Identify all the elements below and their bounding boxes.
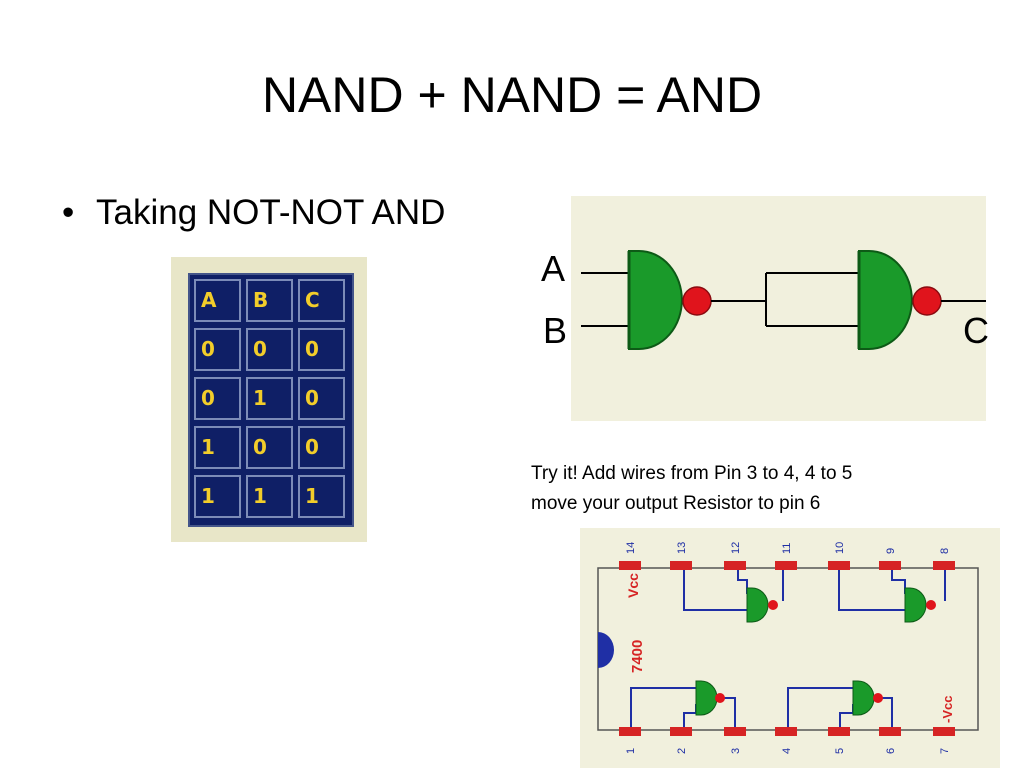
pin-label-13: 13 [676, 542, 688, 554]
instruction-line-1: Try it! Add wires from Pin 3 to 4, 4 to … [531, 463, 853, 484]
inverter-bubble-1-icon [682, 286, 712, 316]
chip-part-label: 7400 [629, 640, 646, 673]
truth-cell: 1 [246, 475, 293, 518]
vcc-label: Vcc [625, 573, 641, 598]
chip-gate-top-left-icon [746, 587, 778, 623]
chip-gate-bottom-right-icon [852, 680, 883, 716]
chip-gate-bottom-left-icon [695, 680, 725, 716]
truth-header-c: C [298, 279, 345, 322]
input-b-label: B [543, 310, 568, 351]
pin-label-12: 12 [730, 542, 742, 554]
chip-wiring [630, 570, 946, 727]
output-c-label: C [963, 310, 989, 351]
truth-cell: 0 [298, 328, 345, 371]
truth-cell: 0 [246, 328, 293, 371]
nand-gate-1-icon [628, 250, 683, 350]
pin-label-10: 10 [834, 542, 846, 554]
top-pads [619, 561, 955, 570]
truth-cell: 0 [194, 328, 241, 371]
slide-title: NAND + NAND = AND [261, 67, 763, 123]
instruction-note: Try it! Add wires from Pin 3 to 4, 4 to … [531, 459, 1001, 519]
pin-label-6: 6 [885, 748, 897, 754]
pin-label-2: 2 [676, 748, 688, 754]
truth-cell: 1 [194, 426, 241, 469]
pin-label-8: 8 [939, 548, 951, 554]
pin-label-5: 5 [834, 748, 846, 754]
truth-cell: 1 [246, 377, 293, 420]
pin-label-14: 14 [625, 542, 637, 554]
pin-label-11: 11 [781, 543, 793, 554]
pin-label-7: 7 [939, 748, 951, 754]
bullet-item: • Taking NOT-NOT AND [62, 190, 445, 236]
pin-label-1: 1 [625, 748, 637, 754]
truth-table: A B C 0 0 0 0 1 0 1 0 0 1 1 1 [188, 273, 354, 527]
truth-table-image: A B C 0 0 0 0 1 0 1 0 0 1 1 1 [171, 257, 367, 542]
bullet-icon: • [62, 193, 75, 232]
truth-cell: 1 [194, 475, 241, 518]
input-a-label: A [541, 248, 566, 289]
instruction-line-2: move your output Resistor to pin 6 [531, 493, 821, 514]
truth-header-a: A [194, 279, 241, 322]
inverter-bubble-2-icon [912, 286, 942, 316]
gnd-label: -Vcc [940, 696, 955, 723]
pin-label-4: 4 [781, 748, 793, 754]
truth-cell: 0 [194, 377, 241, 420]
bullet-text: Taking NOT-NOT AND [96, 193, 446, 232]
nand-circuit-diagram [571, 196, 986, 421]
pin-label-3: 3 [730, 748, 742, 754]
chip-gate-top-right-icon [904, 587, 936, 623]
bottom-pads [619, 727, 955, 736]
chip-7400-diagram: 14 13 12 11 10 9 8 1 2 3 4 5 6 7 Vcc 740… [580, 528, 1000, 768]
circuit-drawing [581, 250, 986, 350]
truth-cell: 1 [298, 475, 345, 518]
truth-header-b: B [246, 279, 293, 322]
pin-label-9: 9 [885, 548, 897, 554]
truth-cell: 0 [298, 377, 345, 420]
chip-drawing: 14 13 12 11 10 9 8 1 2 3 4 5 6 7 Vcc 740… [597, 542, 979, 754]
nand-gate-2-icon [858, 250, 913, 350]
truth-cell: 0 [246, 426, 293, 469]
chip-notch-icon [598, 632, 614, 668]
truth-cell: 0 [298, 426, 345, 469]
